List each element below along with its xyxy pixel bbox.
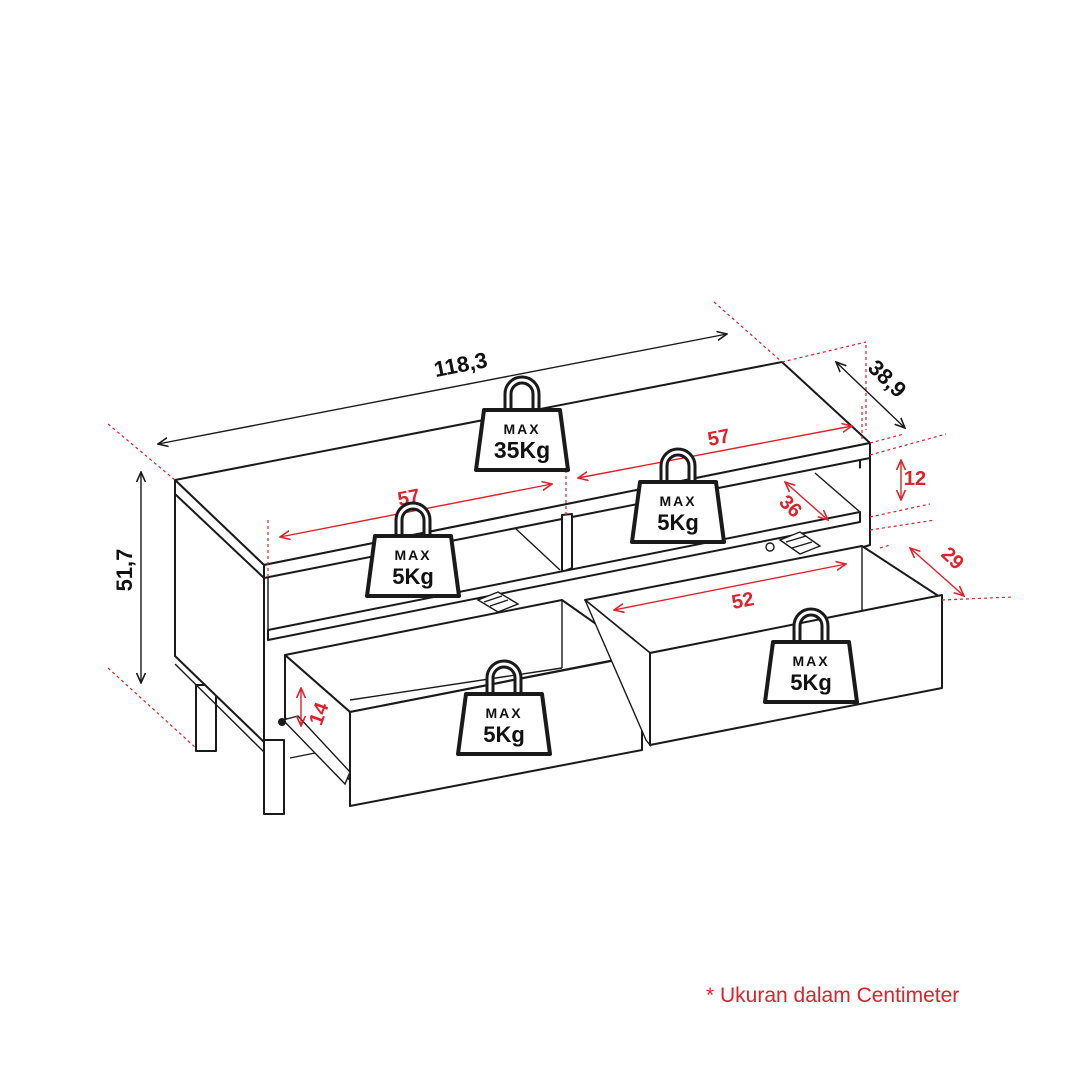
drawer-width-label: 52 — [730, 588, 756, 614]
dimension-arrows-black — [141, 334, 905, 683]
height-label: 51,7 — [112, 549, 137, 592]
weight-drawer-left-value: 5Kg — [483, 722, 525, 747]
weight-drawer-left-label: MAX — [485, 705, 522, 721]
weight-shelf-left-value: 5Kg — [392, 564, 434, 589]
dimension-arrows-red — [280, 426, 964, 726]
leg-front-left — [263, 739, 285, 815]
cable-hole — [765, 542, 775, 552]
drawer-depth-label: 29 — [937, 543, 968, 574]
drawer-rail-right — [778, 531, 822, 555]
weight-shelf-right-label: MAX — [659, 493, 696, 509]
weight-shelf-left-label: MAX — [394, 547, 431, 563]
shelf-depth-arrow — [785, 482, 828, 520]
weight-drawer-right-value: 5Kg — [790, 670, 832, 695]
depth-arrow — [836, 362, 905, 428]
drawer-depth-arrow — [910, 548, 964, 596]
shelf-right-width-arrow — [578, 426, 852, 478]
shelf-right-width-label: 57 — [706, 425, 732, 451]
weight-shelf-right-value: 5Kg — [657, 510, 699, 535]
total-width-arrow — [158, 334, 727, 444]
middle-divider — [561, 513, 573, 573]
drawer-width-arrow — [614, 564, 846, 610]
weight-top-value: 35Kg — [494, 437, 550, 463]
total-width-label: 118,3 — [432, 347, 490, 382]
weight-icon-shelf-left: MAX 5Kg — [367, 506, 459, 596]
weight-icon-shelf-right: MAX 5Kg — [632, 452, 724, 542]
weight-top-label: MAX — [503, 421, 540, 437]
shelf-height-label: 12 — [904, 468, 926, 490]
weight-icon-drawer-left: MAX 5Kg — [458, 664, 550, 754]
weight-icon-drawer-right: MAX 5Kg — [765, 612, 857, 702]
weight-icon-top: MAX 35Kg — [476, 380, 568, 470]
drawer-rail-left — [476, 591, 520, 613]
weight-drawer-right-label: MAX — [792, 653, 829, 669]
units-footnote: * Ukuran dalam Centimeter — [706, 984, 960, 1007]
